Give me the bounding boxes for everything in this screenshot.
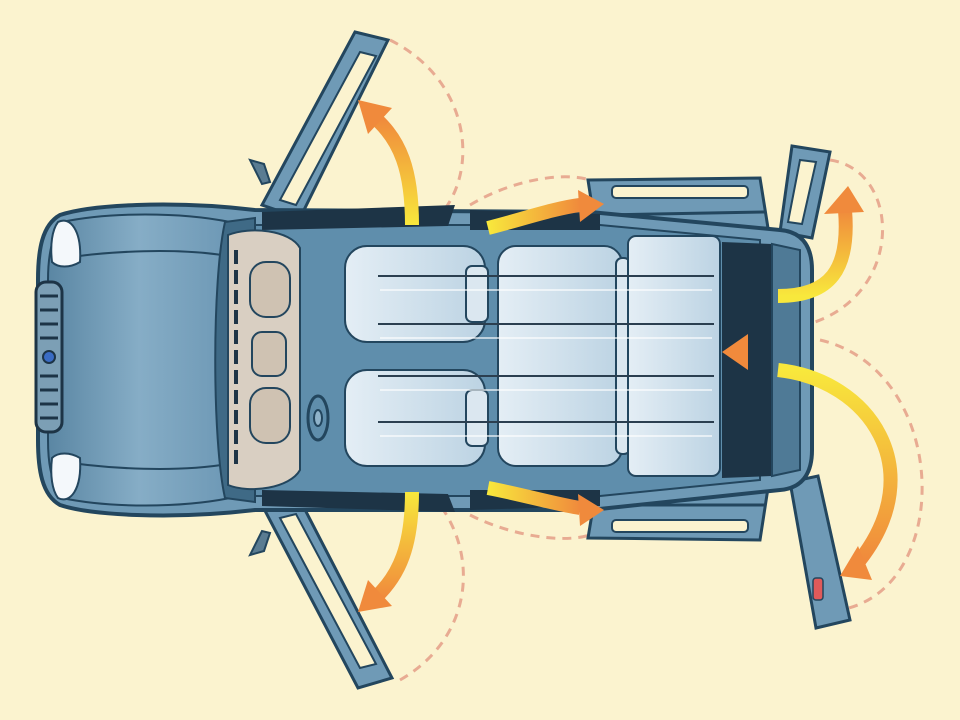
swing-paths: [389, 38, 924, 682]
front-right-door[interactable]: [248, 498, 395, 690]
arrow-tailgate-lower: [777, 363, 898, 580]
cargo-seat: [627, 235, 721, 477]
logo-badge-icon: [42, 350, 56, 364]
dashboard: [227, 229, 330, 491]
tailgate-lower[interactable]: [788, 474, 852, 630]
seats: [344, 235, 721, 477]
motion-arrows: [358, 100, 898, 612]
hood: [47, 213, 231, 507]
swing-path-front-right: [399, 504, 465, 682]
swing-path-slide-right: [469, 513, 601, 540]
swing-path-front-left: [389, 38, 465, 216]
arrow-front-right-swing: [358, 491, 419, 612]
tailgate-upper[interactable]: [778, 144, 832, 240]
front-left-door[interactable]: [248, 30, 391, 220]
headlight-left: [50, 219, 82, 268]
mirror-left: [248, 158, 272, 186]
rear-bench: [497, 245, 631, 467]
arrow-rear-inward: [722, 334, 780, 370]
tail-light: [812, 577, 824, 601]
steering-wheel-icon: [306, 394, 330, 442]
arrow-tailgate-upper: [777, 186, 864, 303]
arrow-rear-left-slide: [486, 190, 604, 235]
headlight-right: [50, 452, 82, 501]
grille: [34, 280, 64, 434]
mirror-right: [248, 529, 272, 557]
swing-path-slide-left: [469, 175, 601, 207]
swing-path-tailgate-lower: [819, 338, 924, 612]
front-seat-left: [344, 245, 489, 343]
arrow-front-left-swing: [358, 100, 419, 226]
arrow-rear-right-slide: [486, 481, 604, 526]
front-seat-right: [344, 369, 489, 467]
swing-path-tailgate-upper: [814, 158, 885, 324]
